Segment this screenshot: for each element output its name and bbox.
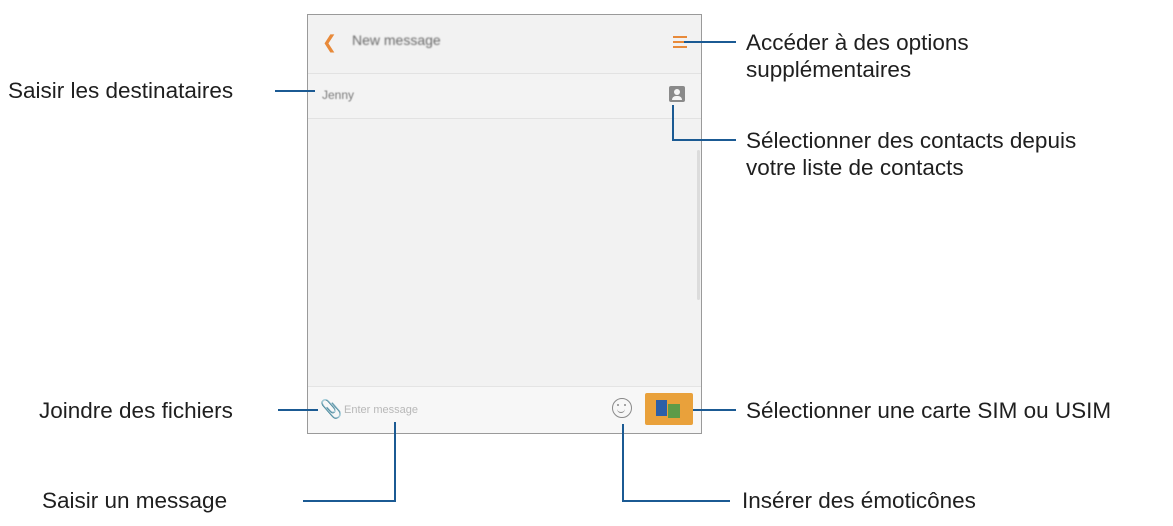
callout-enter-message: Saisir un message [42,487,227,514]
callout-line-recipients [275,90,315,92]
callout-text: Insérer des émoticônes [742,488,976,513]
callout-text: supplémentaires [746,57,912,82]
callout-line-emoticons-h [622,500,730,502]
callout-attach-files: Joindre des fichiers [39,397,233,424]
callout-line-message-h [303,500,396,502]
callout-select-contacts: Sélectionner des contacts depuis votre l… [746,127,1076,181]
callout-line-emoticons-v [622,424,624,502]
paperclip-icon[interactable]: 📎 [320,399,343,419]
callout-line-message-v [394,422,396,502]
callout-text: Saisir les destinataires [8,78,234,103]
sim-select-button[interactable] [645,393,693,425]
sim-card-icon [656,400,667,416]
callout-line-contacts-h [672,139,736,141]
recipient-field[interactable]: Jenny [308,73,701,119]
sim-card-icon [668,404,680,418]
page-title: New message [352,32,441,48]
emoji-icon[interactable] [612,398,632,418]
callout-select-sim: Sélectionner une carte SIM ou USIM [746,397,1111,424]
callout-line-more-options [684,41,736,43]
callout-line-contacts-v [672,105,674,141]
back-chevron-icon[interactable]: ❮ [322,32,338,52]
callout-line-sim [693,409,736,411]
contact-icon[interactable] [669,86,685,102]
recipient-name: Jenny [322,88,355,102]
scrollbar[interactable] [697,150,700,300]
composer-bar: 📎 [308,386,701,433]
callout-more-options: Accéder à des options supplémentaires [746,29,969,83]
callout-text: votre liste de contacts [746,155,964,180]
callout-text: Accéder à des options [746,30,969,55]
callout-text: Sélectionner des contacts depuis [746,128,1077,153]
phone-screen: ❮ New message Jenny 📎 [307,14,702,434]
callout-text: Joindre des fichiers [39,398,233,423]
callout-insert-emoticons: Insérer des émoticônes [742,487,976,514]
message-input[interactable] [344,399,564,421]
callout-line-attach [278,409,318,411]
callout-text: Sélectionner une carte SIM ou USIM [746,398,1112,423]
callout-text: Saisir un message [42,488,228,513]
callout-recipients: Saisir les destinataires [8,77,233,104]
menu-icon[interactable] [673,36,687,48]
app-header: ❮ New message [308,15,701,73]
